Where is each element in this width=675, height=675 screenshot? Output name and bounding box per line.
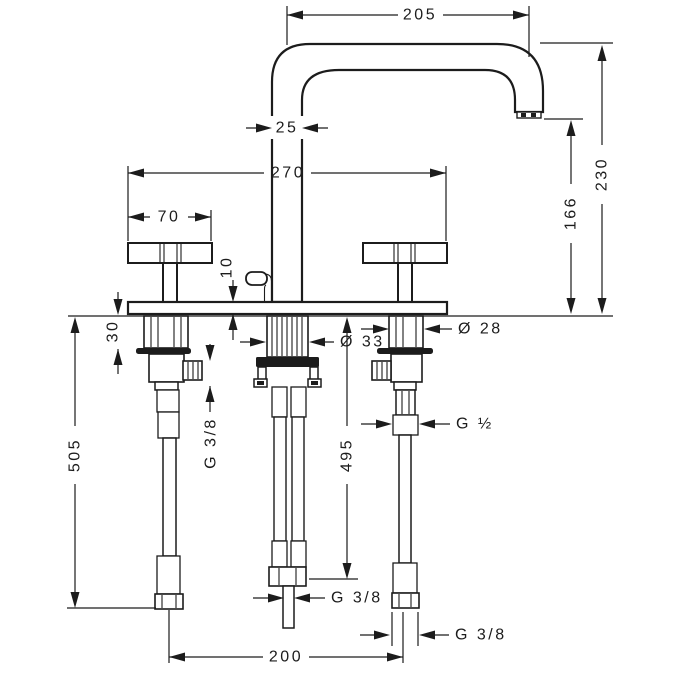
right-valve-housing: [390, 353, 423, 383]
center-hose1-tube: [273, 416, 287, 542]
dim-port-thread-left-g38: G 3/8: [203, 344, 220, 469]
dim-port-thread-left-label: G 3/8: [203, 417, 220, 469]
dim-valve-thread-g12: G ½: [361, 416, 494, 433]
center-shank-assembly: [253, 315, 322, 629]
dim-inlet-thread-right-g38: G 3/8: [360, 612, 507, 646]
right-valve-port-lines: [376, 362, 388, 379]
dim-plate-thickness-label: 10: [219, 256, 236, 279]
right-valve-neck: [395, 389, 416, 416]
dim-hole-spacing-label: 200: [269, 649, 303, 666]
bracket-foot-mark: [311, 381, 318, 385]
left-valve-housing: [148, 353, 185, 383]
dim-spout-tube-label: 25: [276, 120, 299, 137]
dim-handle-width-label: 70: [158, 209, 181, 226]
dim-outlet-thread-center-g38: G 3/8: [253, 590, 383, 607]
left-handle-hub-lines: [159, 244, 182, 262]
dim-center-length-495: 495: [309, 317, 358, 580]
dim-total-height-230: 230: [540, 42, 613, 314]
center-tailpipe: [282, 585, 295, 629]
popup-rod: [263, 284, 267, 302]
dim-cartridge-diameter-label: Ø 28: [458, 321, 503, 338]
dim-overall-width-label: 270: [271, 165, 305, 182]
left-valve-step: [154, 381, 179, 391]
dim-plate-thickness-10: 10: [219, 256, 238, 340]
left-hose-crimp-top: [157, 411, 180, 439]
bracket-foot-mark: [257, 381, 264, 385]
left-hose-tube: [162, 437, 177, 557]
right-handle-bar: [362, 242, 448, 264]
right-valve-body-lines: [395, 317, 417, 347]
dim-clamp-range-label: 30: [105, 320, 122, 343]
dim-spout-reach-label: 205: [403, 7, 437, 24]
center-hose1-crimp-bottom: [271, 540, 288, 568]
dim-total-height-label: 230: [594, 157, 611, 191]
left-hose-nut: [154, 593, 184, 610]
dim-cartridge-diameter-28: Ø 28: [361, 321, 503, 338]
left-handle-stem: [162, 262, 178, 304]
spout-assembly: [245, 42, 545, 304]
right-hose-crimp: [392, 562, 418, 594]
dim-overall-width-270: 270: [127, 165, 447, 241]
dim-valve-thread-label: G ½: [456, 416, 494, 433]
right-valve-flange: [377, 348, 433, 354]
label-backing: [270, 116, 304, 139]
spout-outline: [270, 42, 545, 304]
center-hose2-tube: [291, 416, 305, 542]
right-hose-nut: [391, 592, 420, 609]
left-valve-body-lines: [150, 317, 182, 347]
center-shank-thread-lines: [271, 317, 303, 356]
aerator-tick: [531, 113, 536, 117]
dim-outlet-thread-center-label: G 3/8: [331, 590, 383, 607]
center-hex-nut: [268, 566, 307, 587]
dim-handle-width-70: 70: [128, 209, 212, 241]
dim-inlet-thread-right-label: G 3/8: [455, 627, 507, 644]
dim-outlet-height-label: 166: [563, 196, 580, 230]
dim-spout-reach-205: 205: [286, 6, 530, 57]
right-handle-hub-lines: [393, 244, 416, 262]
dim-hole-spacing-200: 200: [168, 610, 404, 666]
right-valve-thread-g12: [392, 414, 419, 436]
dim-outlet-height-166: 166: [544, 118, 583, 314]
left-hose-crimp-bottom: [156, 555, 181, 595]
left-valve-flange: [136, 348, 191, 354]
right-valve-assembly: [371, 315, 433, 609]
left-hose-nut-lines: [161, 595, 177, 608]
center-hex-lines: [278, 568, 297, 585]
dim-spout-tube-25: 25: [246, 116, 328, 139]
mounting-nut: [256, 357, 319, 367]
right-valve-neck-lines: [401, 391, 410, 414]
right-hose-tube: [398, 434, 412, 564]
aerator: [516, 111, 542, 119]
popup-rod: [265, 273, 273, 302]
dim-left-length-label: 505: [67, 438, 84, 472]
escutcheon-plate: [126, 300, 449, 316]
right-hose-nut-lines: [398, 594, 412, 607]
left-valve-thread: [156, 389, 180, 413]
right-valve-step: [393, 381, 417, 391]
popup-rod-knob: [245, 271, 268, 286]
right-valve-body: [388, 315, 424, 349]
dim-left-length-505: 505: [67, 317, 156, 609]
right-handle-stem: [397, 262, 413, 304]
center-hose2-crimp-bottom: [290, 540, 307, 568]
center-hose1-crimp-top: [271, 386, 288, 418]
left-valve-assembly: [136, 315, 203, 610]
base-plate: [68, 300, 613, 317]
left-valve-port-lines: [187, 362, 199, 379]
left-handle-bar: [127, 242, 213, 264]
dim-shank-diameter-33: Ø 33: [240, 334, 385, 351]
dim-center-length-label: 495: [339, 438, 356, 472]
handles: [127, 242, 448, 304]
aerator-tick: [521, 113, 526, 117]
center-hose2-crimp-top: [290, 386, 307, 418]
dim-shank-diameter-label: Ø 33: [340, 334, 385, 351]
dim-clamp-range-30: 30: [105, 292, 123, 374]
